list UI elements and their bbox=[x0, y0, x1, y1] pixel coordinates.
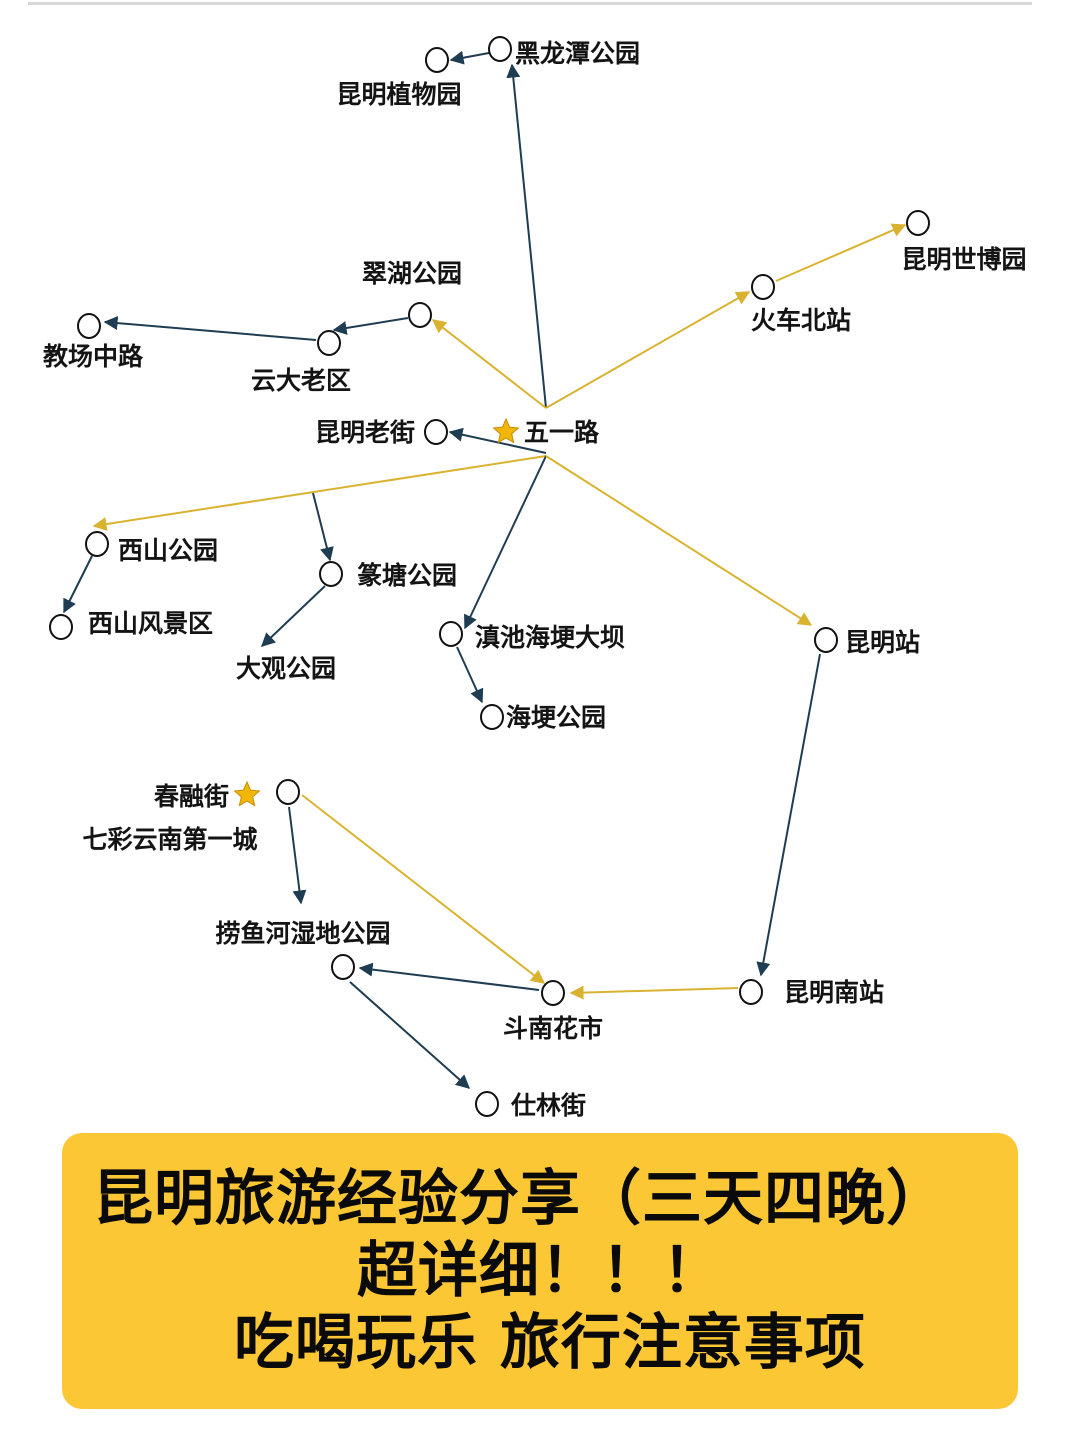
node-label: 五一路 bbox=[524, 418, 600, 447]
node-circle-icon bbox=[814, 627, 838, 653]
route-edge-secondary bbox=[449, 50, 490, 65]
route-edge-secondary bbox=[332, 317, 409, 335]
route-edge-secondary bbox=[260, 585, 326, 647]
node-label: 昆明站 bbox=[845, 628, 920, 657]
route-edge-secondary bbox=[456, 646, 484, 704]
node-circle-icon bbox=[77, 313, 101, 339]
map-node-heilongtan: 黑龙潭公园 bbox=[488, 36, 640, 68]
top-divider bbox=[28, 2, 1032, 5]
map-node-daguan: 大观公园 bbox=[236, 654, 336, 683]
node-label: 西山风景区 bbox=[88, 609, 213, 638]
map-node-jiaochang: 教场中路 bbox=[43, 313, 144, 371]
node-label: 春融街 bbox=[154, 782, 229, 811]
route-edge-primary bbox=[301, 794, 546, 984]
node-label: 教场中路 bbox=[43, 342, 144, 371]
map-node-haigeng: 海埂公园 bbox=[480, 703, 606, 732]
node-circle-icon bbox=[439, 621, 463, 647]
map-node-shibo: 昆明世博园 bbox=[901, 210, 1027, 274]
node-label: 昆明老街 bbox=[315, 418, 415, 447]
node-circle-icon bbox=[331, 954, 355, 980]
node-circle-icon bbox=[906, 210, 930, 236]
map-node-cuihu: 翠湖公园 bbox=[362, 259, 462, 328]
node-label: 篆塘公园 bbox=[357, 561, 457, 590]
route-edge-secondary bbox=[464, 455, 547, 630]
node-label: 仕林街 bbox=[510, 1091, 586, 1120]
route-edge-secondary bbox=[506, 63, 547, 409]
node-circle-icon bbox=[488, 36, 512, 62]
node-label: 七彩云南第一城 bbox=[82, 825, 257, 854]
node-circle-icon bbox=[480, 704, 504, 730]
route-edges bbox=[63, 50, 907, 1089]
node-circle-icon bbox=[49, 614, 73, 640]
banner-title: 昆明旅游经验分享（三天四晚） bbox=[93, 1164, 947, 1234]
node-circle-icon bbox=[85, 531, 109, 557]
node-circle-icon bbox=[317, 330, 341, 356]
star-icon bbox=[233, 780, 261, 807]
route-edge-secondary bbox=[288, 806, 307, 905]
node-circle-icon bbox=[751, 274, 775, 300]
map-node-haigeng_dam: 滇池海埂大坝 bbox=[439, 621, 625, 652]
map-node-xishanfj: 西山风景区 bbox=[49, 609, 213, 640]
map-node-laoyuhe: 捞鱼河湿地公园 bbox=[215, 919, 391, 980]
route-edge-primary bbox=[775, 223, 907, 282]
node-label: 云大老区 bbox=[251, 366, 351, 395]
map-node-qicai: 七彩云南第一城 bbox=[82, 825, 257, 854]
node-circle-icon bbox=[425, 47, 449, 73]
node-label: 滇池海埂大坝 bbox=[475, 623, 625, 652]
star-icon bbox=[492, 417, 520, 444]
map-node-yunda: 云大老区 bbox=[251, 330, 351, 395]
map-node-dounan: 斗南花市 bbox=[503, 980, 603, 1043]
node-circle-icon bbox=[475, 1091, 499, 1117]
banner-tagline: 吃喝玩乐 旅行注意事项 bbox=[234, 1308, 866, 1378]
route-edge-secondary bbox=[349, 981, 471, 1089]
node-label: 火车北站 bbox=[751, 306, 851, 335]
route-edge-primary bbox=[431, 319, 547, 409]
map-node-laojie: 昆明老街 bbox=[315, 418, 448, 447]
map-node-daguan_tang: 篆塘公园 bbox=[319, 561, 457, 590]
map-node-zhiwuyuan: 昆明植物园 bbox=[336, 47, 462, 109]
route-edge-secondary bbox=[358, 962, 540, 991]
map-node-shilin: 仕林街 bbox=[475, 1091, 586, 1120]
route-edge-primary bbox=[569, 985, 739, 1000]
map-node-kunmingzhan: 昆明站 bbox=[814, 627, 920, 657]
route-edge-secondary bbox=[312, 492, 334, 562]
map-node-xishan: 西山公园 bbox=[85, 531, 218, 565]
title-banner: 昆明旅游经验分享（三天四晚） 超详细！！！ 吃喝玩乐 旅行注意事项 bbox=[62, 1133, 1018, 1409]
map-node-wuyilu: 五一路 bbox=[492, 417, 600, 447]
route-edge-primary bbox=[545, 455, 813, 626]
route-edge-primary bbox=[92, 455, 547, 531]
node-circle-icon bbox=[319, 561, 343, 587]
route-edge-secondary bbox=[103, 316, 317, 341]
banner-subtitle: 超详细！！！ bbox=[357, 1236, 723, 1306]
node-label: 黑龙潭公园 bbox=[515, 39, 640, 68]
map-node-huochebei: 火车北站 bbox=[751, 274, 851, 335]
node-label: 西山公园 bbox=[118, 536, 218, 565]
node-label: 捞鱼河湿地公园 bbox=[215, 919, 390, 948]
node-label: 斗南花市 bbox=[503, 1014, 603, 1043]
node-circle-icon bbox=[541, 980, 565, 1006]
node-circle-icon bbox=[424, 419, 448, 445]
node-label: 昆明南站 bbox=[784, 978, 884, 1007]
node-label: 昆明植物园 bbox=[336, 80, 461, 109]
node-label: 大观公园 bbox=[236, 654, 336, 683]
map-node-nanzhan: 昆明南站 bbox=[739, 978, 884, 1007]
route-edge-primary bbox=[545, 291, 751, 409]
node-label: 昆明世博园 bbox=[901, 245, 1026, 274]
node-label: 翠湖公园 bbox=[362, 259, 462, 288]
route-edge-secondary bbox=[756, 653, 821, 977]
map-node-chunrong: 春融街 bbox=[154, 779, 300, 811]
node-circle-icon bbox=[276, 779, 300, 805]
node-circle-icon bbox=[739, 979, 763, 1005]
route-edge-secondary bbox=[63, 555, 93, 614]
node-circle-icon bbox=[408, 302, 432, 328]
node-label: 海埂公园 bbox=[506, 703, 606, 732]
